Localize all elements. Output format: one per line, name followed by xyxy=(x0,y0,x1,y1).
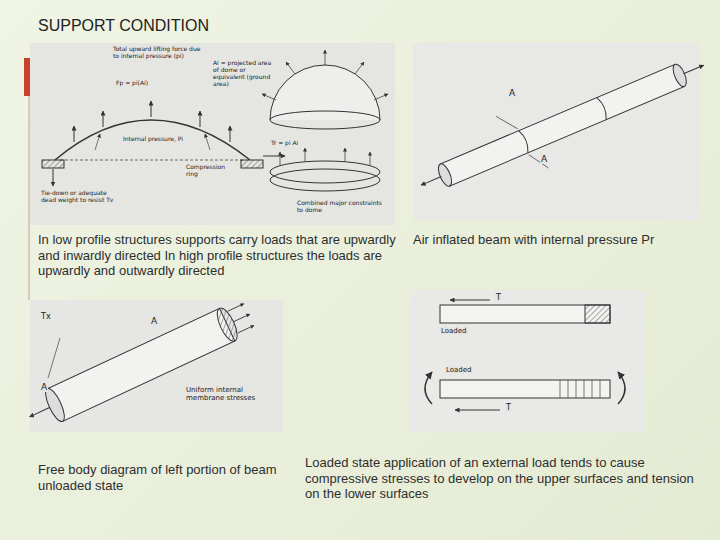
formula-label: Fp = pi(Ai) xyxy=(115,80,149,87)
figure-label: Total upward lifting force due to intern… xyxy=(112,46,209,60)
caption-text: Loaded state application of an external … xyxy=(305,455,710,502)
figure-label: Tie-down or adequate dead weight to resi… xyxy=(40,190,120,204)
slide-title: SUPPORT CONDITION xyxy=(38,16,209,35)
caption-text: Air inflated beam with internal pressure… xyxy=(413,232,654,248)
force-label: T xyxy=(495,293,502,302)
state-label: Loaded xyxy=(440,327,468,335)
section-letter: A xyxy=(150,316,158,326)
section-letter: A xyxy=(40,382,48,392)
free-body-figure xyxy=(22,298,283,433)
force-label: Tx xyxy=(40,312,52,321)
beam-figure xyxy=(408,34,717,220)
formula-label: Tr = pi Ai xyxy=(270,140,299,147)
loaded-beam-figure xyxy=(410,290,645,432)
accent-line xyxy=(29,96,30,300)
caption-text: In low profile structures supports carry… xyxy=(38,232,410,279)
dome-figure xyxy=(30,43,395,225)
figure-label: Compression ring xyxy=(185,164,237,178)
caption-text: Free body diagram of left portion of bea… xyxy=(38,462,288,493)
section-letter: A xyxy=(540,154,548,164)
section-letter: A xyxy=(508,88,516,98)
force-label: T xyxy=(505,403,512,412)
state-label: Loaded xyxy=(445,366,473,374)
figure-label: Ai = projected area of dome or equivalen… xyxy=(212,60,276,88)
figure-label: Combined major constraints to dome xyxy=(296,200,390,214)
figure-label: Uniform internal membrane stresses xyxy=(185,386,277,402)
figure-label: Internal pressure, Pi xyxy=(122,136,184,143)
